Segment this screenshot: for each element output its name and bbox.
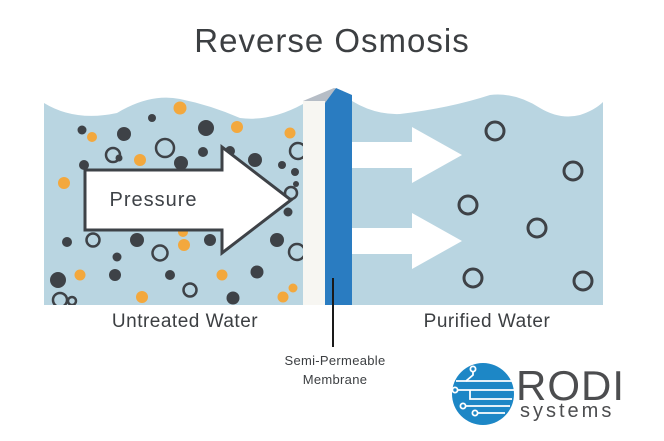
membrane-side-face: [325, 88, 352, 305]
contaminant-particle-dark: [79, 160, 89, 170]
contaminant-particle-orange: [216, 269, 228, 281]
untreated-water-label: Untreated Water: [111, 311, 259, 332]
contaminant-particle-dark: [250, 265, 264, 279]
membrane-front-face: [303, 101, 325, 305]
untreated-orange-particles: [58, 101, 298, 303]
membrane-label-line2: Membrane: [302, 371, 368, 387]
contaminant-particle-dark: [293, 181, 299, 187]
purified-water-label: Purified Water: [423, 311, 551, 332]
semi-permeable-membrane: [303, 88, 352, 305]
water-molecule-circle: [151, 244, 169, 262]
circuit-traces-icon: [451, 365, 514, 417]
contaminant-particle-dark: [278, 161, 286, 169]
contaminant-particle-orange: [173, 101, 187, 115]
contaminant-particle-dark: [204, 234, 216, 246]
water-molecule-circle: [66, 295, 78, 305]
water-molecule-circle: [154, 137, 176, 159]
water-molecule-circle: [85, 232, 101, 248]
contaminant-particle-orange: [87, 132, 97, 142]
water-molecule-circle: [572, 270, 594, 292]
water-molecule-circle: [104, 146, 122, 164]
membrane-label: Semi-Permeable Membrane: [268, 352, 402, 390]
contaminant-particle-orange: [136, 291, 148, 303]
contaminant-particle-dark: [248, 153, 262, 167]
contaminant-particle-dark: [226, 291, 240, 305]
contaminant-particle-dark: [148, 114, 156, 122]
contaminant-particle-dark: [165, 270, 175, 280]
contaminant-particle-dark: [198, 120, 214, 136]
contaminant-particle-dark: [77, 125, 87, 135]
contaminant-particle-dark: [112, 252, 122, 262]
rodi-logo-mark: [451, 363, 514, 425]
contaminant-particle-orange: [231, 121, 243, 133]
contaminant-particle-orange: [74, 269, 86, 281]
membrane-label-line1: Semi-Permeable: [284, 353, 386, 368]
water-molecule-circle: [288, 141, 303, 161]
contaminant-particle-dark: [50, 272, 66, 288]
contaminant-particle-orange: [284, 127, 296, 139]
contaminant-particle-dark: [62, 237, 72, 247]
water-molecule-circle: [526, 217, 548, 239]
water-molecule-circle: [457, 194, 479, 216]
contaminant-particle-dark: [174, 156, 188, 170]
contaminant-particle-orange: [178, 239, 190, 251]
contaminant-particle-dark: [283, 207, 293, 217]
contaminant-particle-dark: [109, 269, 121, 281]
purified-water-molecules: [457, 120, 594, 292]
contaminant-particle-dark: [198, 147, 208, 157]
contaminant-particle-orange: [134, 154, 146, 166]
membrane-top-cap: [303, 88, 343, 103]
flow-arrow-bottom: [352, 213, 462, 269]
logo-subtitle: systems: [520, 400, 615, 422]
water-molecule-circle: [182, 282, 198, 298]
contaminant-particle-dark: [291, 168, 299, 176]
water-molecule-circle: [287, 242, 303, 262]
page-title: Reverse Osmosis: [194, 22, 470, 59]
contaminant-particle-dark: [130, 233, 144, 247]
logo-circle: [452, 363, 514, 425]
water-molecule-circle: [562, 160, 584, 182]
pressure-label: Pressure: [109, 189, 198, 211]
flow-arrow-top: [352, 127, 462, 183]
purified-water-body: [352, 94, 603, 306]
pressure-arrow: [83, 143, 294, 257]
contaminant-particle-dark: [117, 127, 131, 141]
logo-name: RODI: [516, 362, 625, 409]
contaminant-particle-orange: [58, 177, 70, 189]
contaminant-particle-orange: [277, 291, 289, 303]
water-molecule-circle: [484, 120, 506, 142]
water-molecule-circle: [462, 267, 484, 289]
contaminant-particle-dark: [270, 233, 284, 247]
contaminant-particle-orange: [288, 283, 298, 293]
